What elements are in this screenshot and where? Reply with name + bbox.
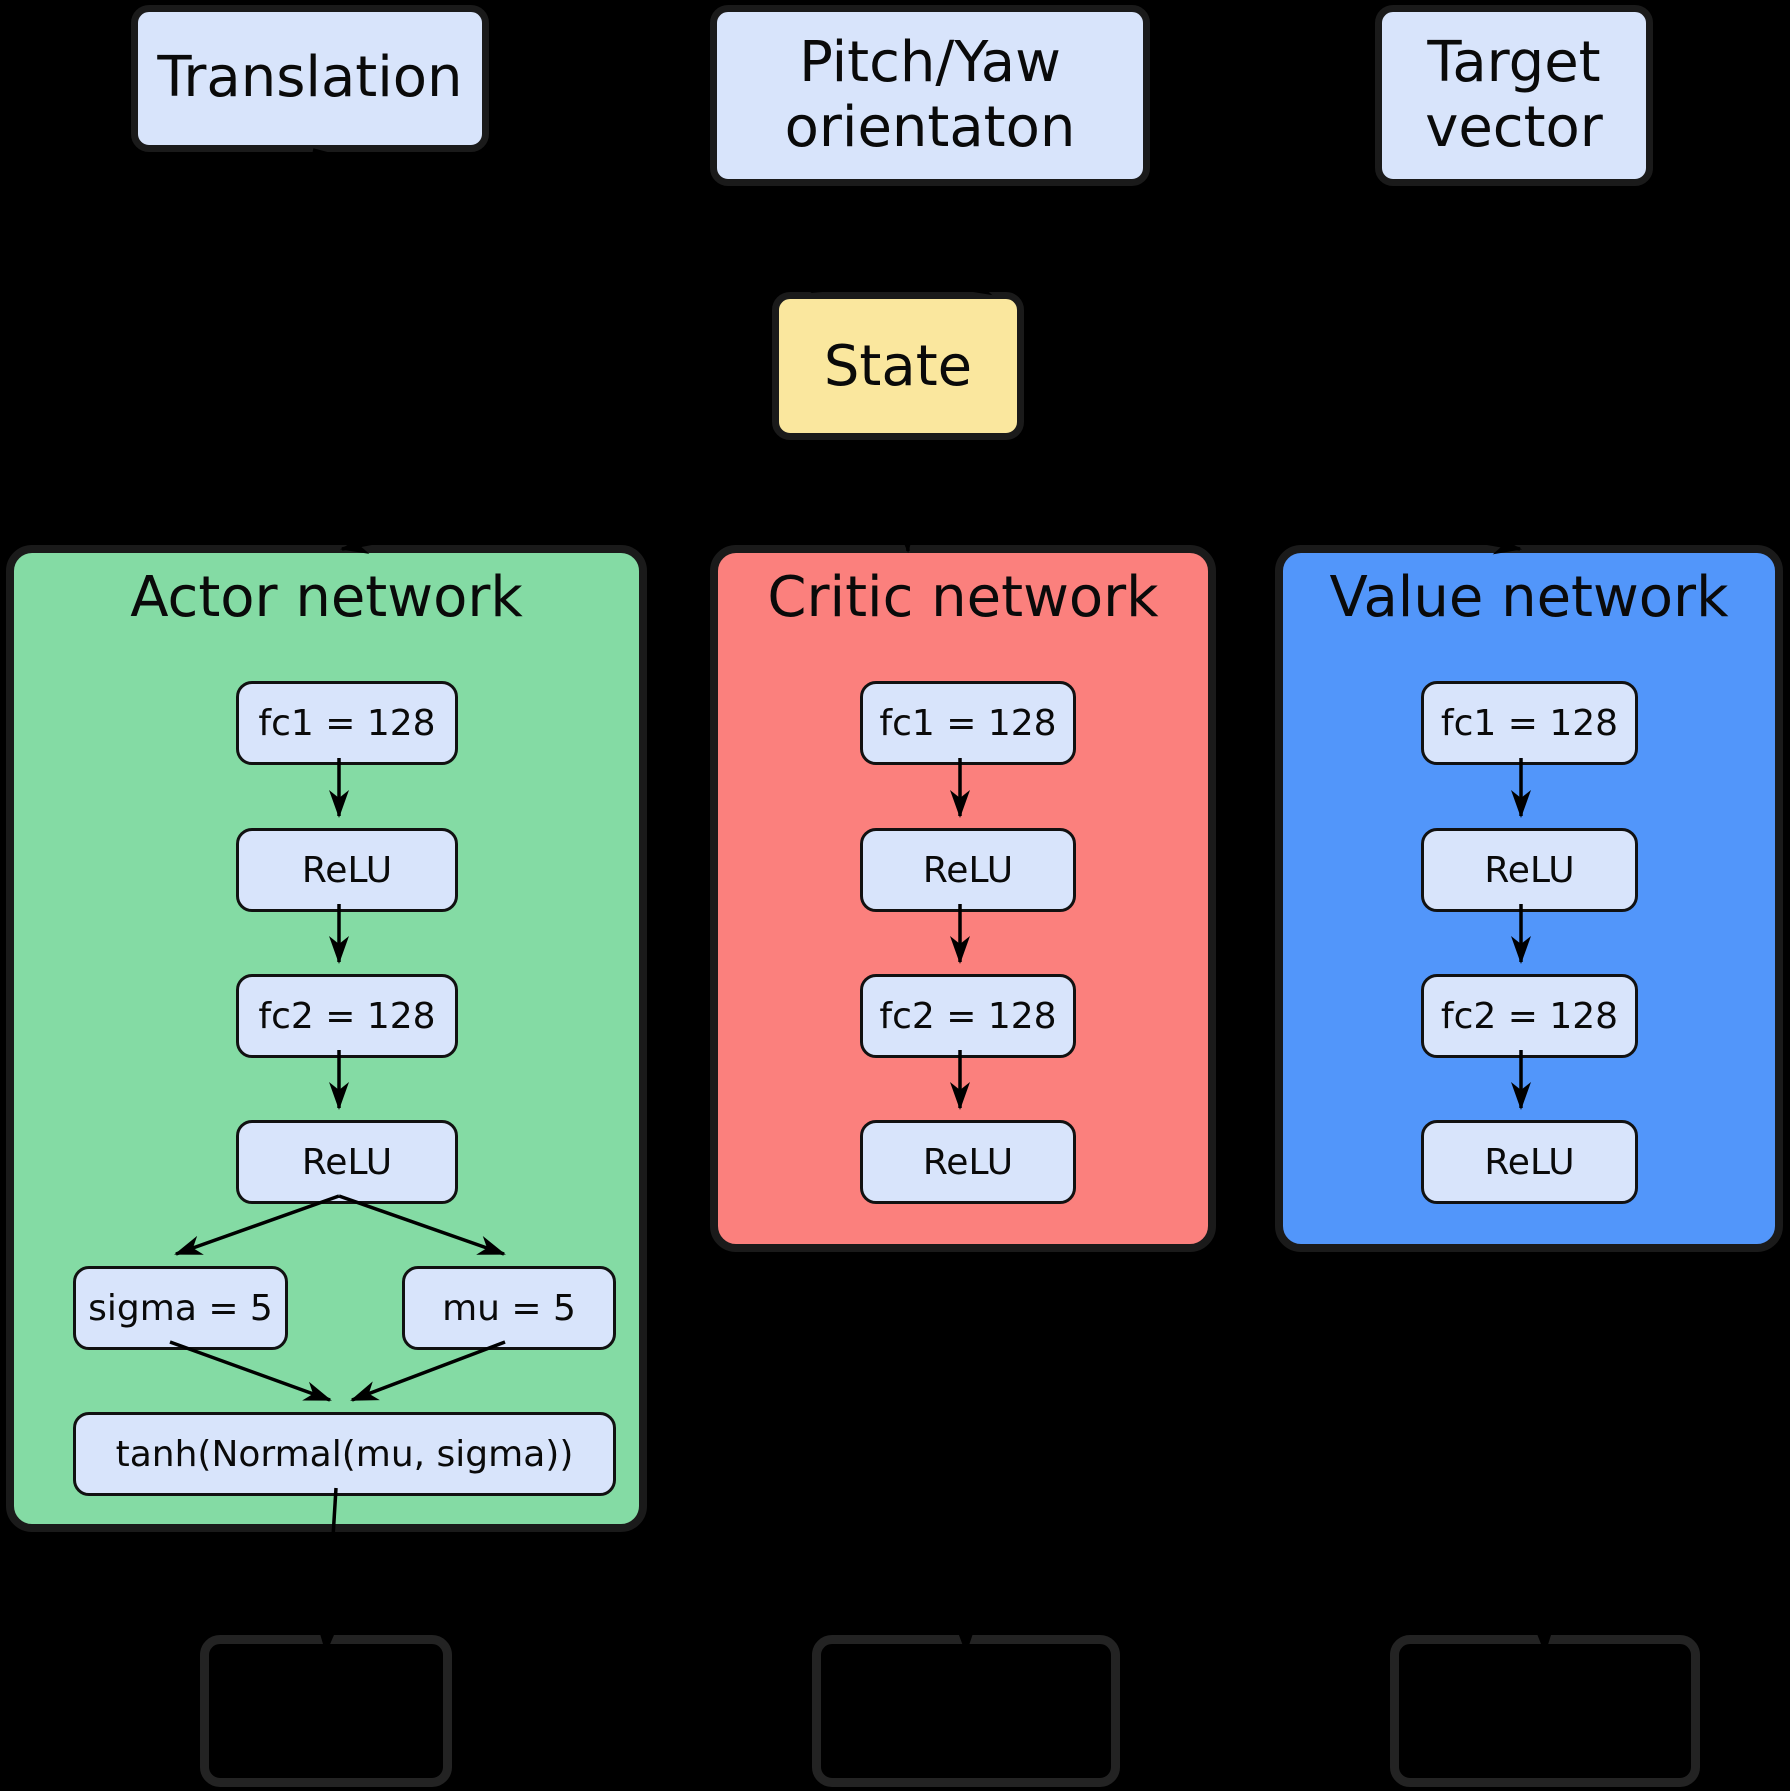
input-label-pitch-yaw-line2: orientaton	[784, 94, 1076, 160]
panel-title-actor: Actor network	[130, 565, 523, 630]
actor-node-relu1: ReLU	[236, 828, 458, 912]
panel-title-critic: Critic network	[767, 565, 1159, 630]
actor-node-mu: mu = 5	[402, 1266, 616, 1350]
arrow-critic-to-output	[955, 1253, 976, 1654]
arrow-state-to-value	[909, 440, 1522, 555]
panel-actor-network: Actor network fc1 = 128 ReLU fc2 = 128 R…	[6, 545, 647, 1532]
actor-node-tanh-normal: tanh(Normal(mu, sigma))	[73, 1412, 616, 1496]
critic-node-fc1: fc1 = 128	[860, 681, 1076, 765]
value-node-relu2: ReLU	[1421, 1120, 1638, 1204]
value-node-fc2: fc2 = 128	[1421, 974, 1638, 1058]
actor-node-fc2: fc2 = 128	[236, 974, 458, 1058]
arrow-target-to-state	[963, 186, 1515, 296]
arrow-value-to-output	[1527, 1253, 1554, 1654]
input-box-target-vector: Target vector	[1375, 5, 1653, 186]
input-box-pitch-yaw: Pitch/Yaw orientaton	[710, 5, 1150, 186]
actor-node-relu2: ReLU	[236, 1120, 458, 1204]
output-box-critic	[812, 1635, 1120, 1787]
value-node-fc1: fc1 = 128	[1421, 681, 1638, 765]
actor-node-sigma: sigma = 5	[73, 1266, 288, 1350]
critic-node-relu2: ReLU	[860, 1120, 1076, 1204]
critic-node-relu1: ReLU	[860, 828, 1076, 912]
input-box-translation: Translation	[131, 5, 489, 152]
critic-node-fc2: fc2 = 128	[860, 974, 1076, 1058]
arrow-state-to-actor	[340, 440, 891, 554]
panel-value-network: Value network fc1 = 128 ReLU fc2 = 128 R…	[1275, 545, 1783, 1252]
actor-node-fc1: fc1 = 128	[236, 681, 458, 765]
panel-title-value: Value network	[1329, 565, 1729, 630]
arrow-state-to-critic	[896, 441, 917, 553]
output-box-actor	[200, 1635, 452, 1787]
panel-critic-network: Critic network fc1 = 128 ReLU fc2 = 128 …	[710, 545, 1216, 1252]
state-box: State	[772, 292, 1024, 440]
input-label-target-line2: vector	[1425, 94, 1603, 160]
input-label-pitch-yaw-line1: Pitch/Yaw	[799, 30, 1061, 96]
input-label-target-line1: Target	[1427, 30, 1601, 96]
value-node-relu1: ReLU	[1421, 828, 1638, 912]
state-label: State	[823, 333, 973, 399]
arrow-pitchyaw-to-state	[901, 187, 932, 292]
input-label-translation: Translation	[157, 45, 463, 111]
output-box-value	[1390, 1635, 1700, 1787]
